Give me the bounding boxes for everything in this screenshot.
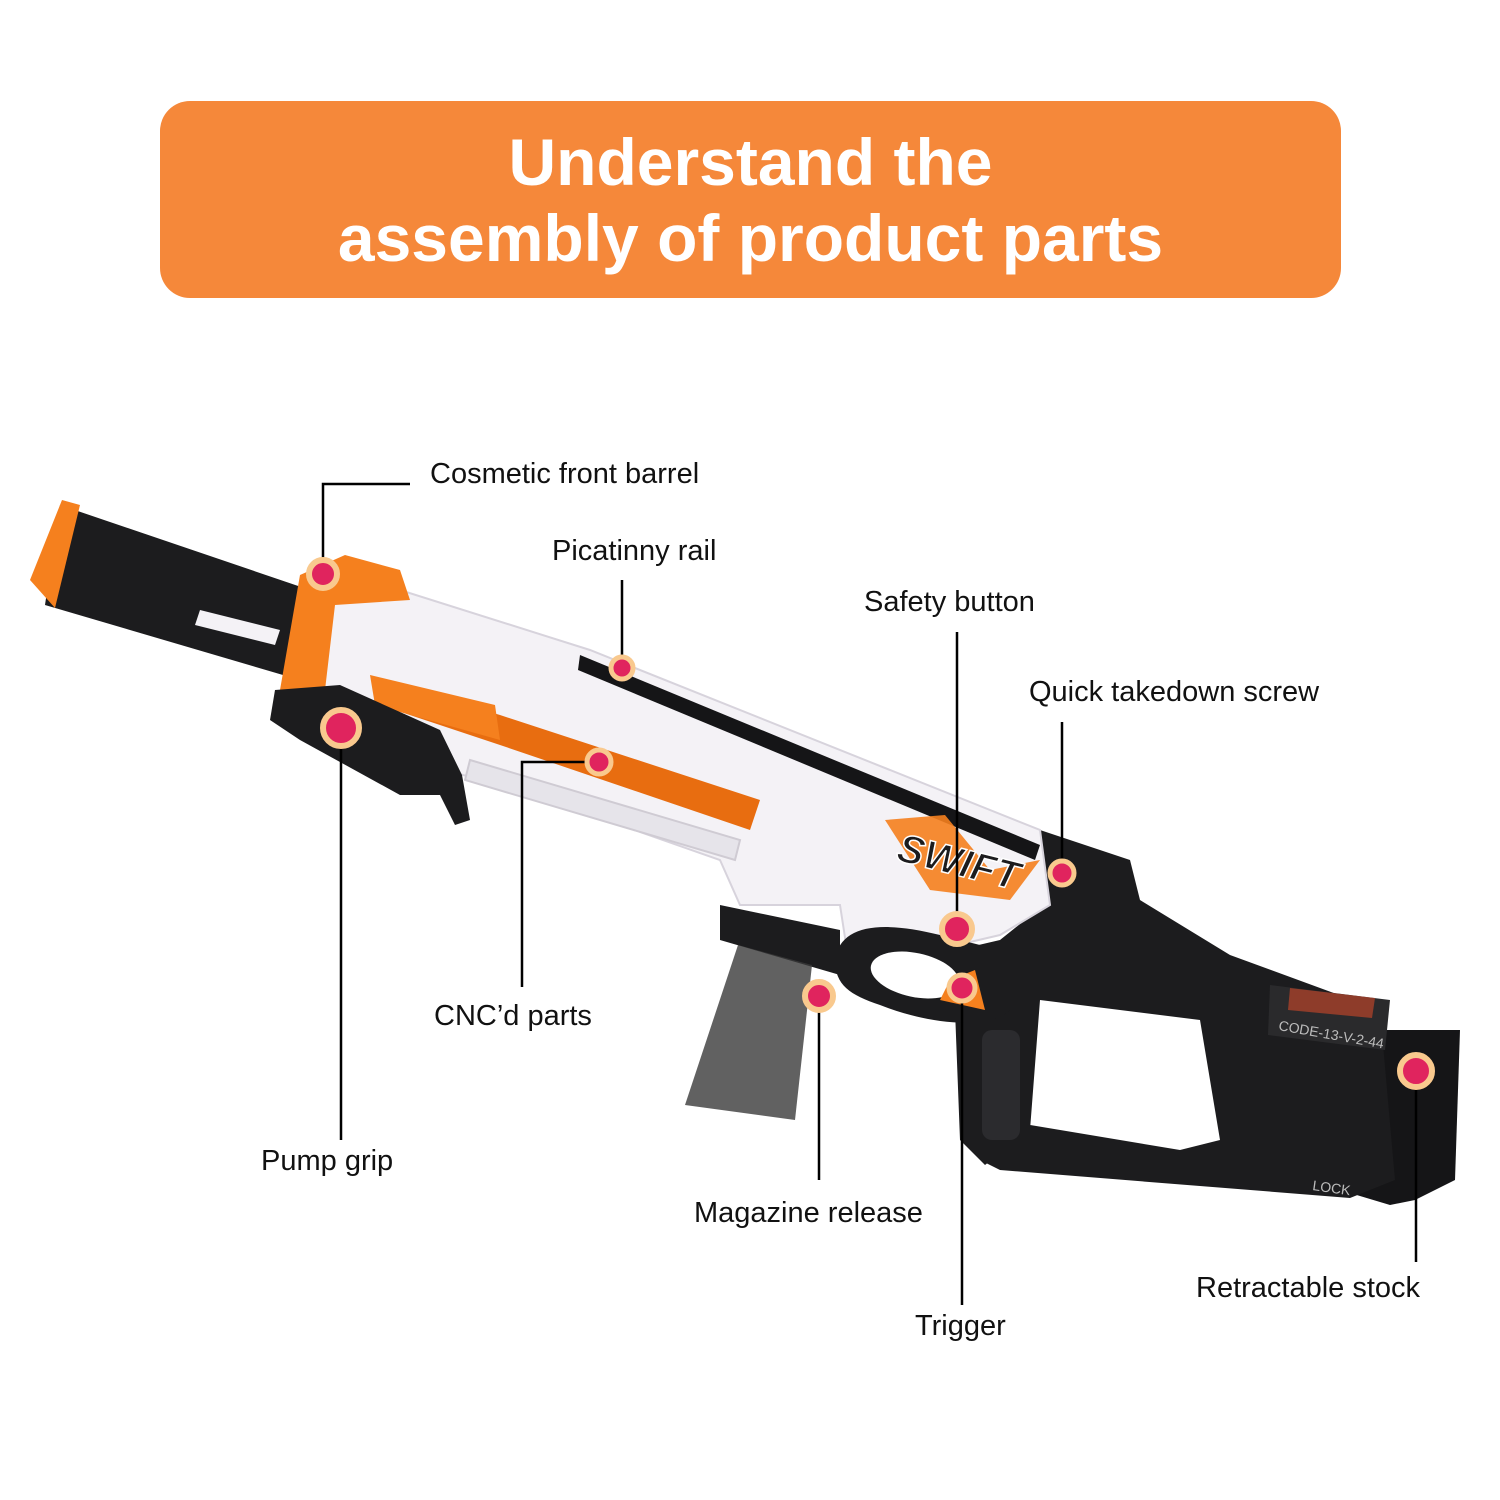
- marker-cnc-parts: [584, 747, 614, 777]
- label-cnc-parts: CNC’d parts: [434, 1000, 592, 1032]
- markers: [306, 557, 1435, 1090]
- title-banner: Understand the assembly of product parts: [160, 101, 1341, 298]
- marker-picatinny-rail: [608, 654, 636, 682]
- magazine: [685, 945, 812, 1120]
- trigger-guard-opening: [870, 951, 960, 999]
- label-magazine-release: Magazine release: [694, 1197, 923, 1229]
- picatinny-rail-shape: [578, 655, 1040, 860]
- leader-cnc-parts: [520, 760, 599, 987]
- marker-pump-grip: [320, 707, 362, 749]
- leader-cosmetic-front-barrel: [321, 482, 410, 574]
- label-quick-takedown-screw: Quick takedown screw: [1029, 676, 1320, 708]
- grip-texture: [982, 1030, 1020, 1140]
- front-barrel: [45, 505, 310, 680]
- front-barrel-tip: [30, 500, 80, 608]
- marker-magazine-release: [802, 979, 836, 1013]
- label-pump-grip: Pump grip: [261, 1145, 394, 1177]
- label-safety-button: Safety button: [864, 586, 1035, 618]
- magazine-well: [720, 905, 840, 975]
- marker-safety-button: [939, 911, 975, 947]
- cnc-bridge: [370, 675, 500, 740]
- label-trigger: Trigger: [915, 1310, 1006, 1342]
- label-retractable-stock: Retractable stock: [1196, 1272, 1421, 1304]
- marker-quick-takedown-screw: [1047, 858, 1077, 888]
- leader-lines: [321, 482, 1418, 1305]
- label-picatinny-rail: Picatinny rail: [552, 535, 717, 567]
- marker-trigger: [946, 972, 978, 1004]
- lock-text: LOCK: [1312, 1177, 1353, 1198]
- front-barrel-vents: [195, 610, 280, 645]
- barrel-mount: [280, 555, 410, 690]
- logo-chevron: [885, 815, 1040, 900]
- marker-cosmetic-front-barrel: [306, 557, 340, 591]
- title-line-1: Understand the: [508, 124, 993, 199]
- label-cosmetic-front-barrel: Cosmetic front barrel: [430, 458, 700, 490]
- stock-plate-stripes: [1288, 988, 1375, 1018]
- marker-retractable-stock: [1397, 1052, 1435, 1090]
- guide-rod: [463, 758, 742, 862]
- pump-grip-shape: [270, 685, 470, 825]
- blaster-illustration: CODE-13-V-2-44 LOCK SWIFT: [30, 500, 1460, 1205]
- title-line-2: assembly of product parts: [337, 200, 1164, 275]
